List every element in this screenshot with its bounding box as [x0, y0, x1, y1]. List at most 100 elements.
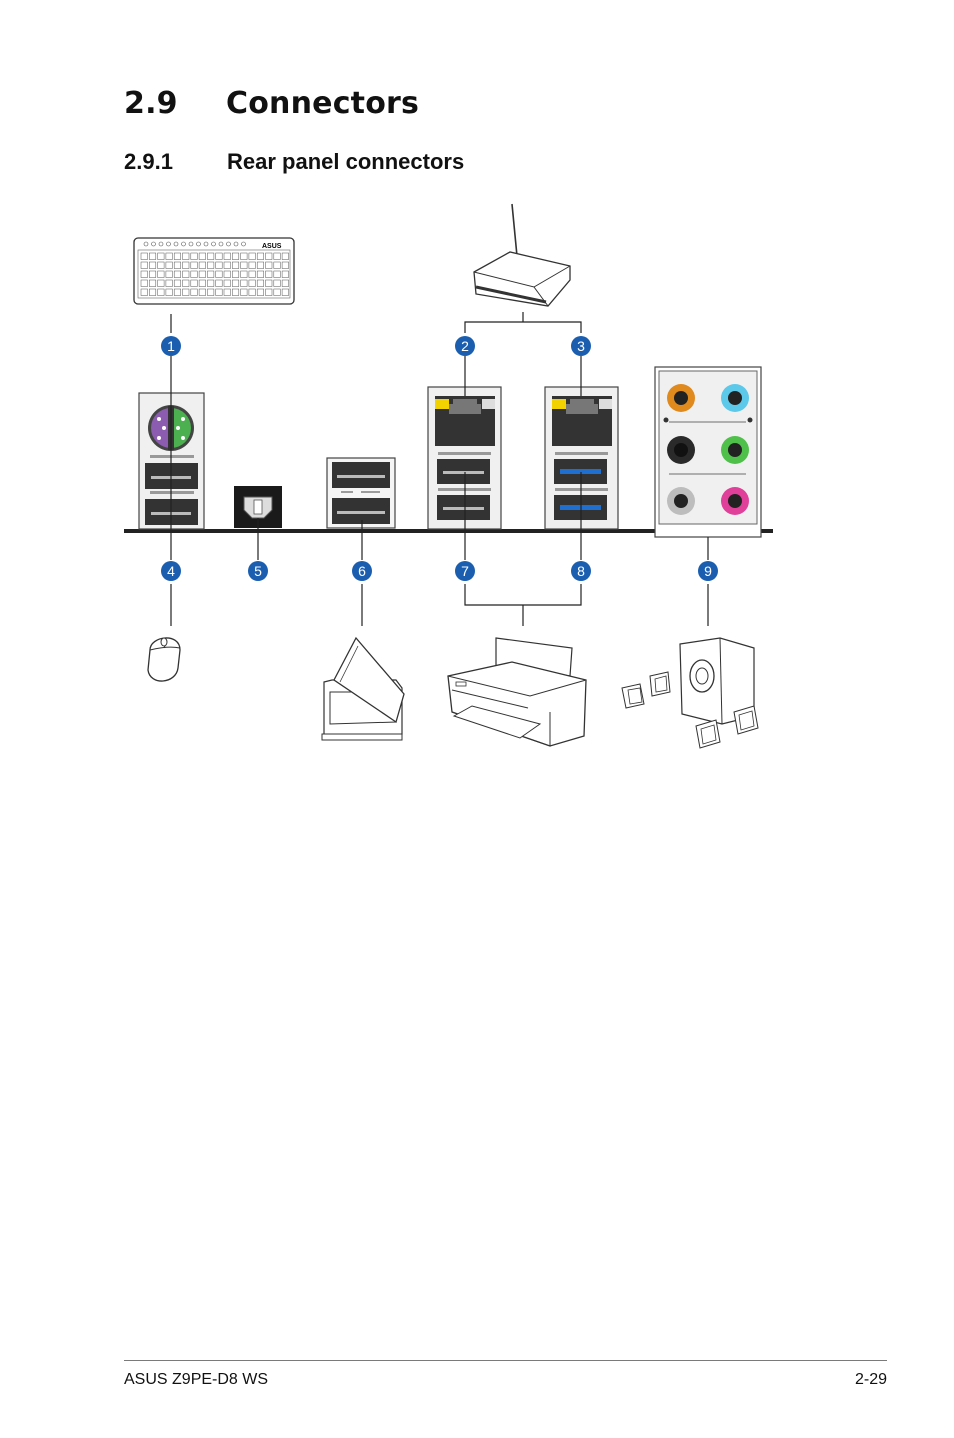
keyboard-key	[215, 279, 223, 287]
keyboard-key	[223, 252, 231, 260]
keyboard-key	[256, 252, 264, 260]
keyboard-key	[248, 279, 256, 287]
keyboard-key	[173, 261, 181, 269]
keyboard-key	[223, 261, 231, 269]
footer-rule	[124, 1360, 887, 1361]
callout-3-label: 3	[577, 338, 585, 354]
keyboard-hotkey	[211, 241, 216, 247]
callout-9: 9	[698, 561, 718, 581]
keyboard-key	[232, 279, 240, 287]
keyboard-key	[256, 288, 264, 296]
keyboard-key	[140, 288, 148, 296]
keyboard-key	[232, 288, 240, 296]
keyboard-key	[223, 279, 231, 287]
footer-page-number: 2-29	[854, 1371, 887, 1388]
keyboard-key	[149, 261, 157, 269]
keyboard-key	[207, 288, 215, 296]
keyboard-hotkey	[181, 241, 186, 247]
keyboard-key	[198, 270, 206, 278]
keyboard-key	[248, 288, 256, 296]
keyboard-key	[190, 270, 198, 278]
scanner-icon	[321, 636, 405, 741]
keyboard-key	[157, 288, 165, 296]
keyboard-hotkey	[226, 241, 231, 247]
keyboard-key	[198, 261, 206, 269]
callout-5: 5	[248, 561, 268, 581]
keyboard-key	[265, 261, 273, 269]
keyboard-key	[157, 279, 165, 287]
keyboard-key	[149, 279, 157, 287]
keyboard-key	[265, 288, 273, 296]
callout-3: 3	[571, 336, 591, 356]
keyboard-key	[281, 252, 289, 260]
callout-4: 4	[161, 561, 181, 581]
keyboard-key	[281, 288, 289, 296]
keyboard-key	[198, 288, 206, 296]
keyboard-key	[149, 288, 157, 296]
keyboard-key	[265, 270, 273, 278]
usb-stack-port	[326, 457, 396, 529]
keyboard-key	[207, 279, 215, 287]
keyboard-key	[207, 252, 215, 260]
keyboard-key	[215, 270, 223, 278]
keyboard-hotkey	[241, 241, 246, 247]
keyboard-key	[140, 279, 148, 287]
keyboard-key	[165, 288, 173, 296]
keyboard-hotkey	[218, 241, 224, 247]
keyboard-key	[281, 270, 289, 278]
callout-7-label: 7	[461, 563, 469, 579]
keyboard-key	[182, 261, 190, 269]
keyboard-key	[281, 261, 289, 269]
keyboard-key	[173, 279, 181, 287]
callout-8: 8	[571, 561, 591, 581]
keyboard-key	[157, 252, 165, 260]
keyboard-key	[140, 252, 148, 260]
keyboard-key	[157, 270, 165, 278]
keyboard-key	[215, 288, 223, 296]
keyboard-key	[256, 261, 264, 269]
keyboard-hotkey	[158, 241, 164, 247]
keyboard-hotkey	[233, 241, 239, 247]
keyboard-key	[240, 270, 248, 278]
keyboard-key	[232, 270, 240, 278]
printer-icon	[447, 637, 587, 747]
keyboard-key	[198, 279, 206, 287]
keyboard-key	[223, 288, 231, 296]
keyboard-hotkey	[203, 241, 209, 247]
keyboard-key	[265, 252, 273, 260]
keyboard-hotkey	[151, 241, 156, 247]
keyboard-key	[215, 261, 223, 269]
keyboard-key	[207, 261, 215, 269]
keyboard-key	[182, 270, 190, 278]
keyboard-key	[240, 261, 248, 269]
keyboard-hotkey	[166, 241, 171, 247]
keyboard-key	[256, 270, 264, 278]
keyboard-key	[215, 252, 223, 260]
subsection-heading: 2.9.1 Rear panel connectors	[124, 149, 464, 175]
keyboard-key	[240, 279, 248, 287]
keyboard-key	[240, 252, 248, 260]
callout-1-label: 1	[167, 338, 175, 354]
keyboard-key	[273, 270, 281, 278]
printer-leader	[464, 584, 582, 626]
keyboard-key	[165, 252, 173, 260]
subsection-title: Rear panel connectors	[227, 149, 465, 174]
mouse-icon	[147, 637, 181, 682]
keyboard-key	[173, 288, 181, 296]
subsection-number: 2.9.1	[124, 149, 173, 174]
keyboard-key	[173, 252, 181, 260]
keyboard-key	[149, 270, 157, 278]
keyboard-hotkey	[188, 241, 194, 247]
keyboard-key	[207, 270, 215, 278]
keyboard-key	[140, 261, 148, 269]
footer-product-name: ASUS Z9PE-D8 WS	[124, 1371, 269, 1388]
router-icon	[473, 203, 571, 307]
callout-4-label: 4	[167, 563, 175, 579]
audio-jacks-block	[654, 366, 762, 538]
router-leader	[464, 312, 582, 333]
callout-5-label: 5	[254, 563, 262, 579]
keyboard-key	[273, 288, 281, 296]
keyboard-key	[165, 270, 173, 278]
keyboard-key	[182, 252, 190, 260]
